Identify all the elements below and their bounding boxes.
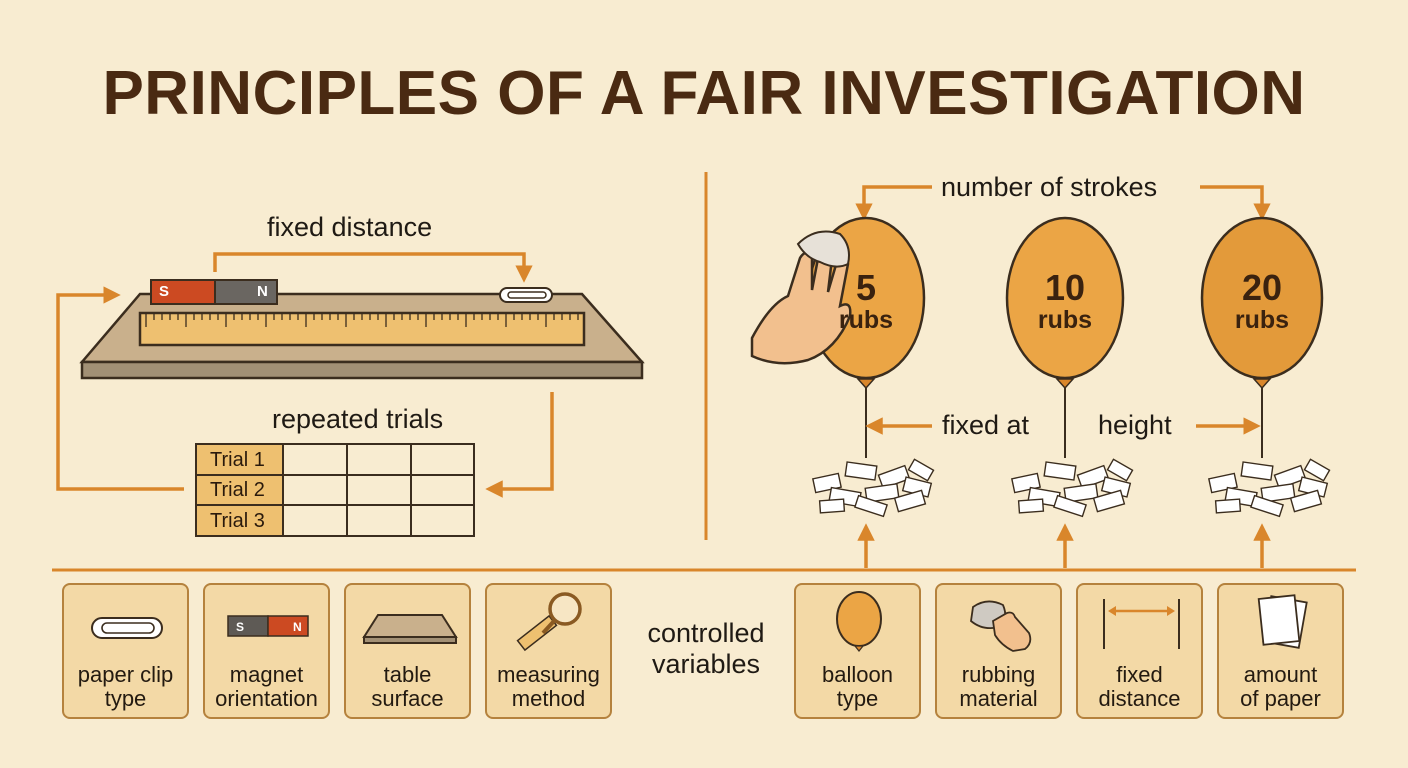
paper-scrap bbox=[853, 494, 889, 518]
control-amount-of-paper: amount of paper bbox=[1217, 583, 1344, 719]
control-balloon-type: balloon type bbox=[794, 583, 921, 719]
paper-scrap bbox=[1017, 498, 1045, 514]
control-label: table surface bbox=[371, 662, 444, 711]
balloon-10-count: 10 bbox=[1044, 267, 1086, 308]
fixed-distance-label: fixed distance bbox=[267, 212, 433, 242]
paper-scrap bbox=[1303, 458, 1331, 482]
trials-table bbox=[195, 443, 475, 537]
balloon-20-count: 20 bbox=[1241, 267, 1283, 308]
ruler bbox=[138, 311, 586, 347]
paper-scrap bbox=[893, 489, 927, 513]
paper-scrap bbox=[818, 498, 846, 514]
trial-2-label: Trial 2 bbox=[210, 479, 265, 501]
balloon-icon bbox=[836, 591, 882, 652]
paper-scrap bbox=[1260, 483, 1296, 503]
paper-scrap bbox=[1214, 498, 1242, 514]
trial-3-label: Trial 3 bbox=[210, 510, 265, 532]
table-icon bbox=[362, 614, 458, 644]
page-title: PRINCIPLES OF A FAIR INVESTIGATION bbox=[102, 59, 1306, 128]
svg-text:S: S bbox=[236, 620, 244, 634]
loop-arrow-right bbox=[485, 392, 554, 498]
magnet-pole-n: N bbox=[257, 283, 268, 300]
control-label: measuring method bbox=[497, 662, 600, 711]
magnet-icon: S N bbox=[227, 615, 309, 637]
fixed-at-label: fixed at bbox=[942, 410, 1030, 440]
bar-magnet bbox=[150, 279, 278, 305]
balloon-10-text: 10 rubs bbox=[1025, 270, 1105, 333]
control-rubbing-material: rubbing material bbox=[935, 583, 1062, 719]
balloon-20-unit: rubs bbox=[1234, 306, 1290, 334]
paper-clip-icon bbox=[91, 617, 163, 639]
paper-pile-1 bbox=[811, 458, 935, 518]
balloon-5-text: 5 rubs bbox=[826, 270, 906, 333]
fixed-distance-arrow bbox=[213, 252, 533, 283]
height-label: height bbox=[1098, 410, 1172, 440]
trial-1-label: Trial 1 bbox=[210, 449, 265, 471]
strokes-arrow-left bbox=[855, 185, 932, 221]
control-magnet-orientation: S N magnet orientation bbox=[203, 583, 330, 719]
balloon-10-unit: rubs bbox=[1037, 306, 1093, 334]
control-measuring-method: measuring method bbox=[485, 583, 612, 719]
svg-text:N: N bbox=[293, 620, 302, 634]
balloon-20-text: 20 rubs bbox=[1222, 270, 1302, 333]
paper-scrap bbox=[844, 461, 878, 481]
magnifier-ruler-icon bbox=[516, 592, 582, 652]
loop-arrow-left bbox=[56, 286, 184, 491]
paper-scrap bbox=[1240, 461, 1274, 481]
balloon-5-count: 5 bbox=[855, 267, 877, 308]
control-label: magnet orientation bbox=[215, 662, 318, 711]
control-label: balloon type bbox=[822, 662, 893, 711]
paper-stack-icon bbox=[1257, 594, 1308, 649]
control-table-surface: table surface bbox=[344, 583, 471, 719]
rubbing-hand-icon bbox=[750, 230, 852, 365]
paper-pile-3 bbox=[1207, 458, 1331, 518]
control-label: rubbing material bbox=[959, 662, 1038, 711]
control-fixed-distance: fixed distance bbox=[1076, 583, 1203, 719]
balloon-20 bbox=[1200, 216, 1324, 458]
control-label: amount of paper bbox=[1240, 662, 1321, 711]
paper-scrap bbox=[1289, 489, 1323, 513]
paper-clip bbox=[499, 287, 553, 303]
paper-scrap bbox=[1106, 458, 1134, 482]
control-label: fixed distance bbox=[1098, 662, 1181, 711]
paper-scrap bbox=[1249, 494, 1285, 518]
distance-arrow-icon bbox=[1103, 599, 1180, 649]
strokes-arrow-right bbox=[1200, 185, 1271, 221]
number-of-strokes-label: number of strokes bbox=[941, 172, 1158, 202]
paper-scrap bbox=[1052, 494, 1088, 518]
repeated-trials-label: repeated trials bbox=[272, 404, 444, 434]
control-paper-clip-type: paper clip type bbox=[62, 583, 189, 719]
cloth-hand-icon bbox=[970, 600, 1032, 652]
paper-scrap bbox=[1092, 489, 1126, 513]
balloon-10 bbox=[1005, 216, 1125, 458]
paper-pile-2 bbox=[1010, 458, 1134, 518]
paper-scrap bbox=[907, 458, 935, 482]
balloon-5-unit: rubs bbox=[838, 306, 894, 334]
control-label: paper clip type bbox=[77, 662, 174, 711]
controlled-variables-label: controlled variables bbox=[647, 618, 765, 679]
magnet-pole-s: S bbox=[159, 283, 170, 300]
paper-scrap bbox=[1063, 483, 1099, 503]
paper-scrap bbox=[864, 483, 900, 503]
paper-scrap bbox=[1043, 461, 1077, 481]
